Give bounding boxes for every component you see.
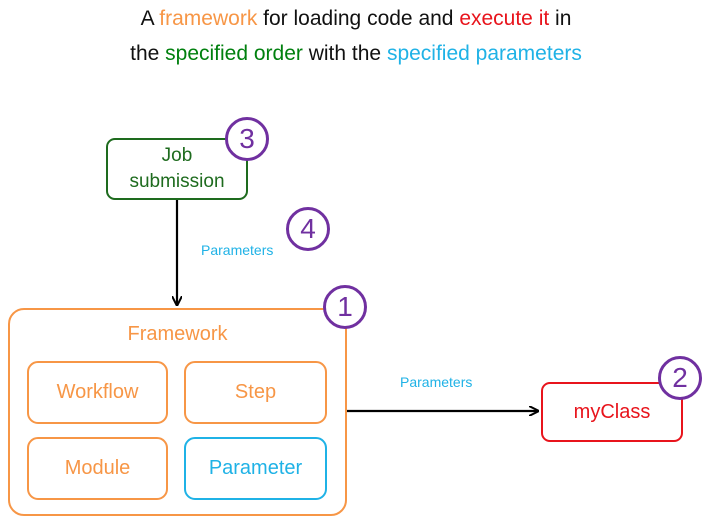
badge-framework: 1 — [323, 285, 367, 329]
title-text: in — [549, 7, 572, 30]
myclass-box: myClass — [541, 382, 683, 442]
workflow-box: Workflow — [27, 361, 168, 424]
title-highlight-execute: execute it — [459, 7, 550, 30]
title-text: for loading code and — [257, 7, 460, 30]
framework-title: Framework — [127, 322, 228, 345]
title-text: A — [140, 7, 160, 30]
title-highlight-framework: framework — [159, 7, 258, 30]
parameter-box: Parameter — [184, 437, 327, 500]
workflow-label: Workflow — [56, 381, 139, 403]
module-label: Module — [64, 457, 131, 479]
step-label: Step — [234, 381, 277, 403]
myclass-label: myClass — [573, 400, 651, 423]
module-box: Module — [27, 437, 168, 500]
title-text: the — [130, 42, 166, 65]
badge-job-submission: 3 — [225, 117, 269, 161]
job-submission-box: Job submission — [106, 138, 248, 200]
title-line-2: the specified order with the specified p… — [0, 42, 712, 66]
badge-parameters: 4 — [286, 207, 330, 251]
job-edge-parameters-label: Parameters — [201, 242, 274, 258]
framework-box: Framework Workflow Step Module Parameter — [8, 308, 347, 516]
title-highlight-order: specified order — [165, 42, 303, 65]
badge-myclass: 2 — [658, 356, 702, 400]
title-highlight-parameters: specified parameters — [386, 42, 582, 65]
parameter-label: Parameter — [208, 457, 303, 479]
step-box: Step — [184, 361, 327, 424]
title-line-1: A framework for loading code and execute… — [0, 7, 712, 31]
job-submission-label: Job submission — [129, 145, 225, 192]
title-text: with the — [302, 42, 387, 65]
myclass-edge-parameters-label: Parameters — [400, 374, 473, 390]
